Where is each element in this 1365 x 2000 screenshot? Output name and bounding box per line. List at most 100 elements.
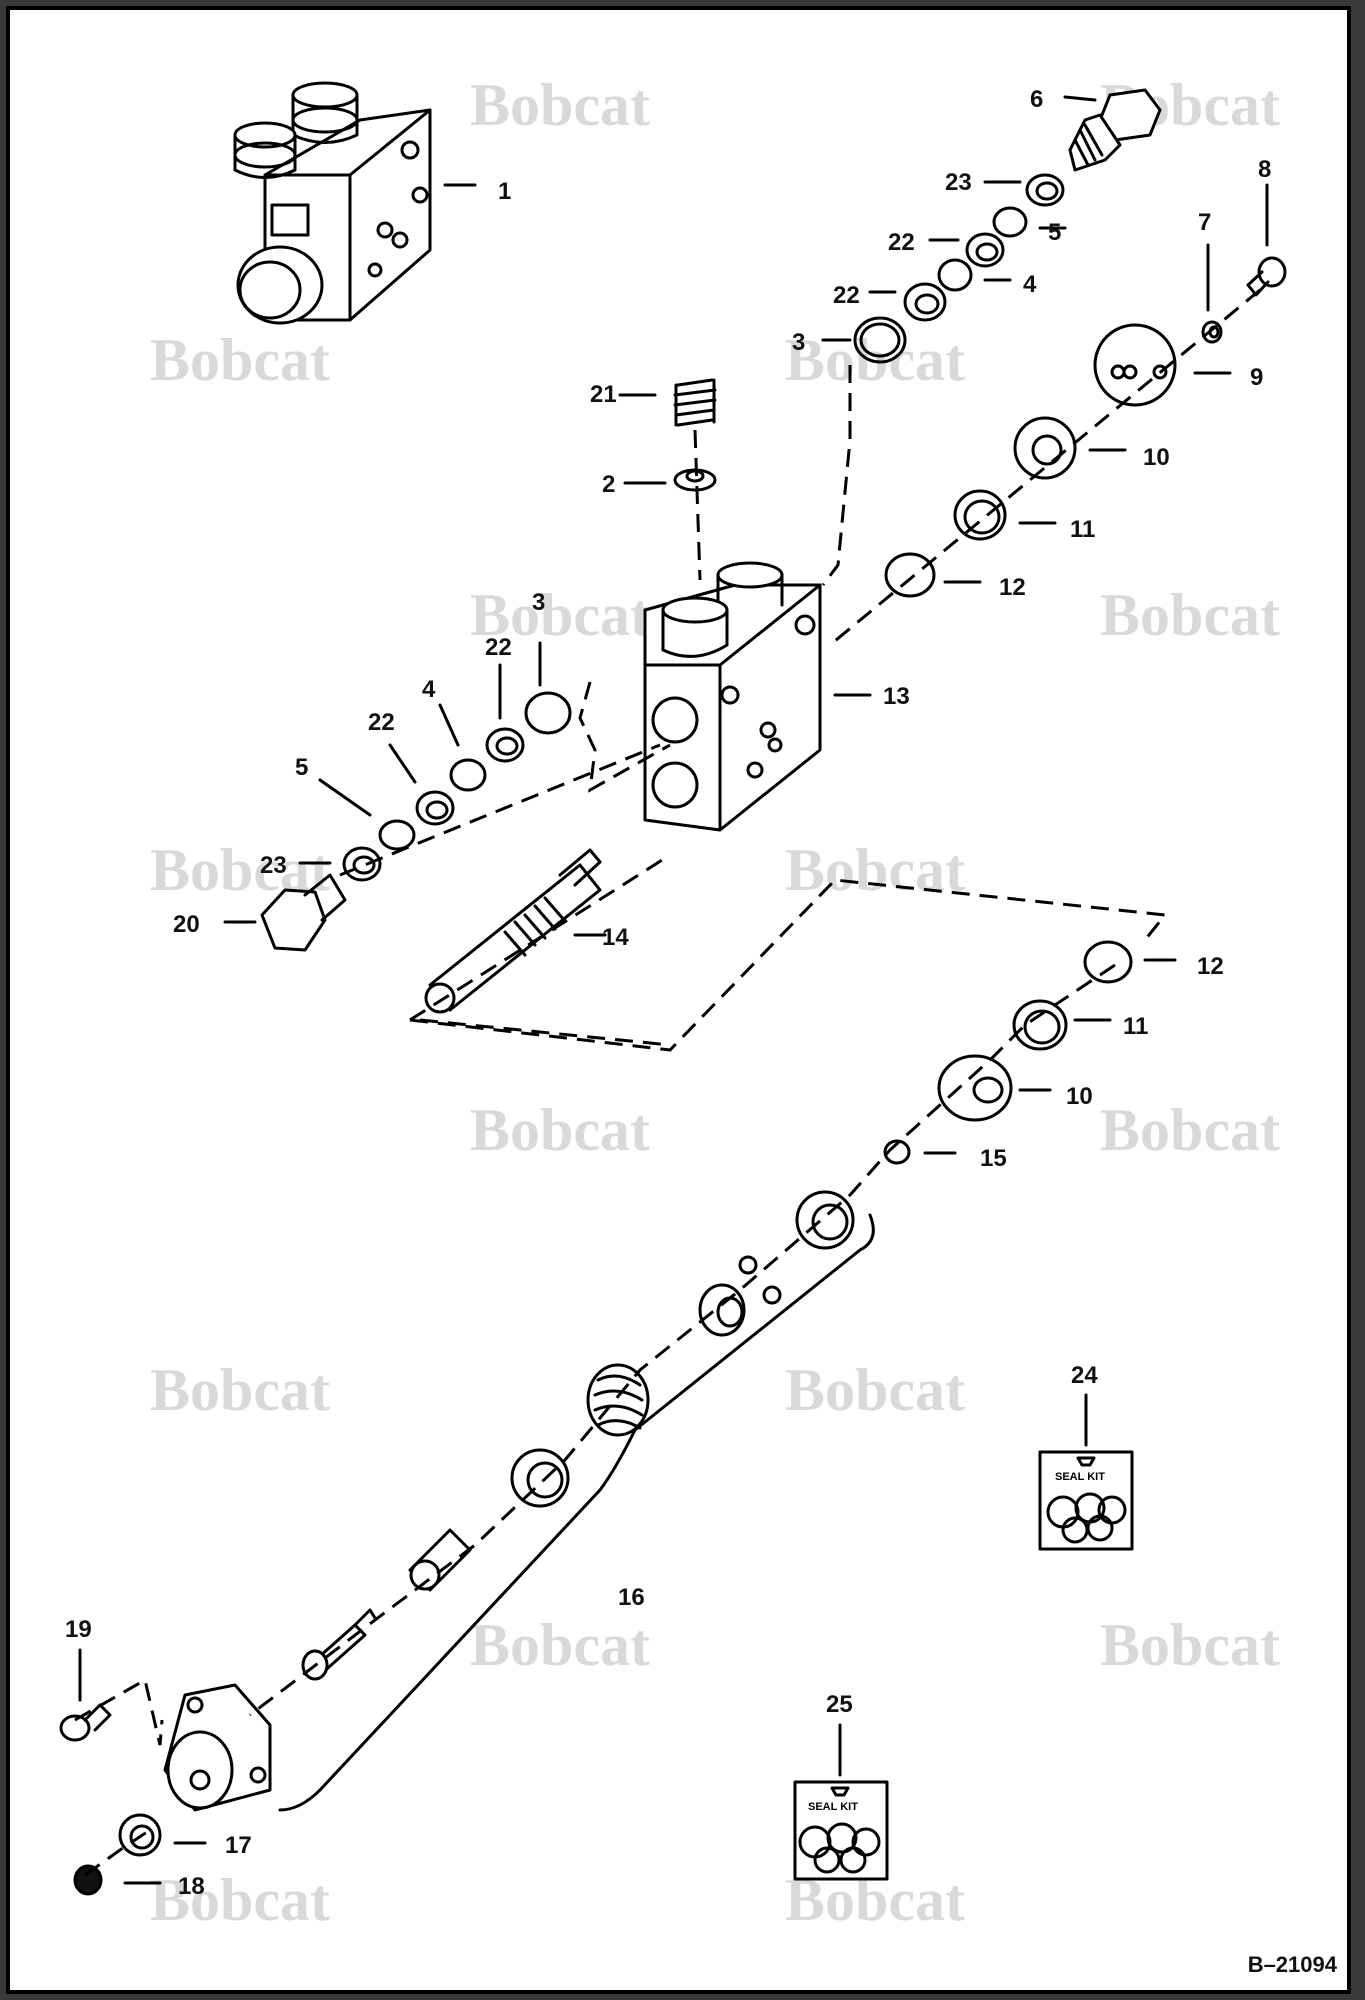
- svg-text:Bobcat: Bobcat: [1100, 1097, 1280, 1163]
- callout-6: 6: [1030, 86, 1043, 113]
- part-8-screw: [1246, 256, 1287, 297]
- callout-9: 9: [1250, 364, 1263, 391]
- part-10-plate-lower: [937, 1054, 1013, 1122]
- callout-labels: 1 6 23 5 22 4 22 3 8 7 9 10 11 12 21 2 1…: [65, 86, 1271, 1900]
- callout-23-top: 23: [945, 169, 972, 196]
- callout-24: 24: [1071, 1362, 1098, 1389]
- part-4-oring-left: [449, 758, 487, 792]
- callout-25: 25: [826, 1691, 853, 1718]
- part-14-spool: [424, 848, 602, 1014]
- part-5-oring-top: [992, 206, 1028, 238]
- callout-13: 13: [883, 683, 910, 710]
- svg-text:Bobcat: Bobcat: [1100, 582, 1280, 648]
- part-5-oring-left: [378, 819, 416, 851]
- svg-text:Bobcat: Bobcat: [470, 582, 650, 648]
- part-22-backup-left: [485, 727, 525, 763]
- callout-10-upper: 10: [1143, 444, 1170, 471]
- watermark-6: Bobcat: [1100, 582, 1280, 648]
- watermark-4: Bobcat: [785, 327, 965, 393]
- callout-15: 15: [980, 1145, 1007, 1172]
- part-6-plug: [1068, 88, 1162, 172]
- seal-kit-25-label: SEAL KIT: [808, 1801, 858, 1813]
- part-7-washer: [1201, 320, 1223, 344]
- callout-3-top: 3: [792, 329, 805, 356]
- svg-text:Bobcat: Bobcat: [150, 1357, 330, 1423]
- callout-7: 7: [1198, 209, 1211, 236]
- seal-kit-24: [1038, 1450, 1134, 1551]
- callout-8: 8: [1258, 156, 1271, 183]
- watermark-10: Bobcat: [1100, 1097, 1280, 1163]
- seal-kit-24-label: SEAL KIT: [1055, 1471, 1105, 1483]
- part-3-oring-left: [524, 691, 572, 735]
- leader-4-left: [438, 703, 460, 747]
- part-18-plug: [73, 1864, 103, 1896]
- part-11-seal-lower: [1012, 999, 1068, 1051]
- watermark-13: Bobcat: [470, 1612, 650, 1678]
- svg-text:Bobcat: Bobcat: [785, 1357, 965, 1423]
- part-20-plug: [260, 873, 347, 952]
- leader-22-left2: [388, 743, 417, 784]
- callout-16: 16: [618, 1584, 645, 1611]
- svg-text:Bobcat: Bobcat: [785, 327, 965, 393]
- watermark-12: Bobcat: [785, 1357, 965, 1423]
- part-10-plate-upper: [1013, 416, 1077, 480]
- callout-19: 19: [65, 1616, 92, 1643]
- part-23-backup-left: [342, 846, 382, 882]
- part-16-detent-cartridge: [278, 1190, 875, 1812]
- callout-12-upper: 12: [999, 574, 1026, 601]
- svg-text:Bobcat: Bobcat: [150, 327, 330, 393]
- svg-text:Bobcat: Bobcat: [470, 72, 650, 138]
- part-22-backup-left2: [415, 790, 455, 826]
- part-15-oring: [883, 1139, 911, 1165]
- part-1-valve-assembly: [233, 81, 432, 325]
- callout-22-left2: 22: [368, 709, 395, 736]
- leader-6: [1063, 95, 1097, 102]
- part-4-oring-top: [937, 258, 973, 292]
- part-12-oring-upper: [884, 552, 936, 598]
- watermark-15: Bobcat: [150, 1867, 330, 1933]
- callout-14: 14: [602, 924, 629, 951]
- part-22-backup-top2: [903, 282, 947, 322]
- part-17-cap: [163, 1683, 272, 1812]
- callout-17: 17: [225, 1832, 252, 1859]
- callout-11-upper: 11: [1070, 516, 1095, 543]
- callout-11-lower: 11: [1123, 1013, 1148, 1040]
- watermark-14: Bobcat: [1100, 1612, 1280, 1678]
- part-19-screw: [59, 1703, 112, 1742]
- callout-22-left: 22: [485, 634, 512, 661]
- svg-text:Bobcat: Bobcat: [1100, 1612, 1280, 1678]
- svg-text:Bobcat: Bobcat: [785, 837, 965, 903]
- part-3-oring-top: [853, 316, 907, 364]
- callout-20: 20: [173, 911, 200, 938]
- drawing-number: B–21094: [1247, 1952, 1337, 1977]
- callout-12-lower: 12: [1197, 953, 1224, 980]
- callout-22-top: 22: [888, 229, 915, 256]
- callout-4-top: 4: [1023, 271, 1037, 298]
- watermark-3: Bobcat: [150, 327, 330, 393]
- svg-text:Bobcat: Bobcat: [150, 1867, 330, 1933]
- callout-21: 21: [590, 381, 617, 408]
- watermark-8: Bobcat: [785, 837, 965, 903]
- callout-10-lower: 10: [1066, 1083, 1093, 1110]
- callout-1: 1: [498, 178, 511, 205]
- callout-22-top2: 22: [833, 282, 860, 309]
- part-13-valve-body: [643, 561, 822, 832]
- part-11-seal-upper: [953, 489, 1007, 541]
- watermark-11: Bobcat: [150, 1357, 330, 1423]
- seal-kit-25: [793, 1780, 889, 1881]
- callout-18: 18: [178, 1873, 205, 1900]
- svg-text:Bobcat: Bobcat: [470, 1612, 650, 1678]
- svg-text:Bobcat: Bobcat: [470, 1097, 650, 1163]
- callout-4-left: 4: [422, 676, 436, 703]
- part-23-backup-top: [1025, 173, 1065, 207]
- part-22-backup-top: [965, 232, 1005, 268]
- leader-5-left: [318, 778, 372, 817]
- part-9-plate: [1093, 323, 1177, 407]
- watermark-1: Bobcat: [470, 72, 650, 138]
- callout-5-top: 5: [1048, 219, 1061, 246]
- callout-5-left: 5: [295, 754, 308, 781]
- callout-23-left: 23: [260, 852, 287, 879]
- part-12-oring-lower: [1083, 940, 1133, 984]
- callout-2: 2: [602, 471, 615, 498]
